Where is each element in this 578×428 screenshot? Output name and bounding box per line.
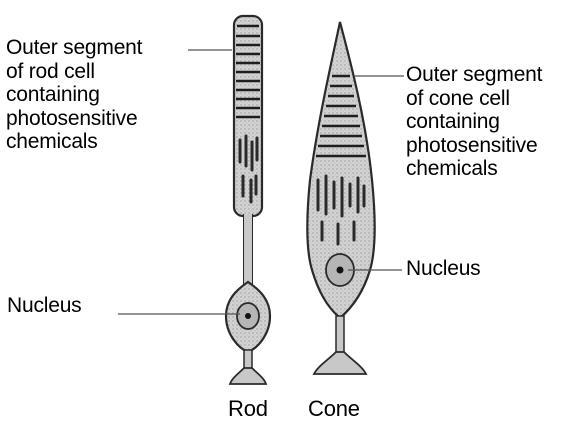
rod-synaptic-terminal: [230, 368, 266, 384]
cone-nucleus-label: Nucleus: [406, 257, 480, 281]
rod-axon: [244, 350, 252, 370]
cone-axon: [336, 316, 344, 354]
rod-caption: Rod: [228, 397, 268, 421]
cone-cell: [307, 22, 375, 374]
rod-nucleus-label: Nucleus: [7, 294, 81, 318]
cone-outer-segment-label: Outer segment of cone cell containing ph…: [406, 63, 542, 181]
rod-outer-segment-label: Outer segment of rod cell containing pho…: [6, 36, 142, 154]
cone-caption: Cone: [308, 397, 360, 421]
rod-cell: [226, 16, 270, 384]
cone-synaptic-terminal: [314, 352, 366, 374]
